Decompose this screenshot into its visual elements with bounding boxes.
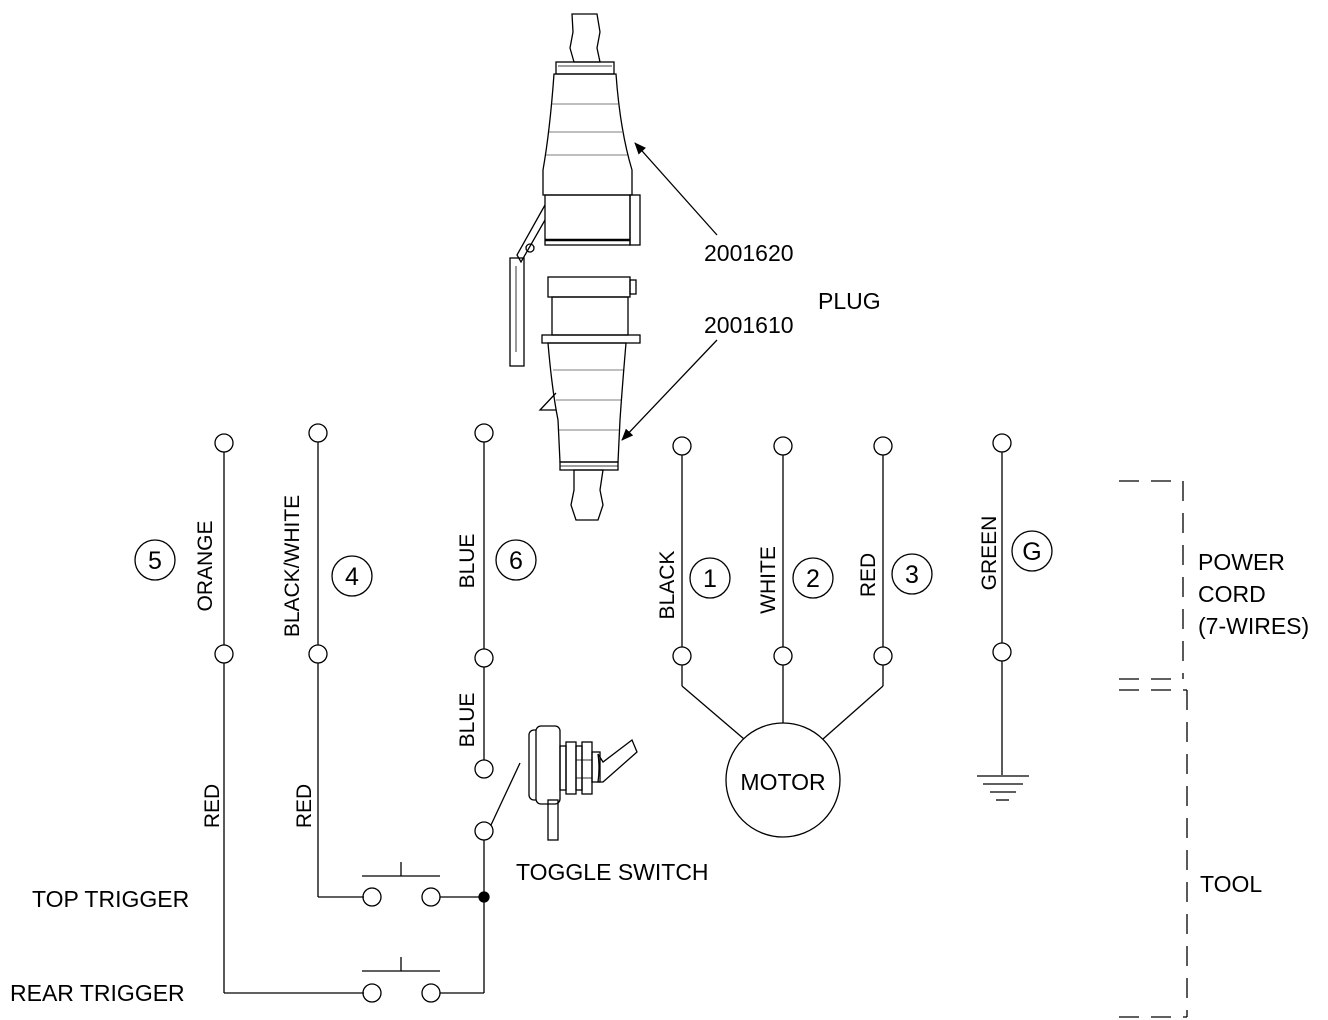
part-number-2001610: 2001610 [704, 312, 794, 338]
plug-label: PLUG [818, 288, 881, 314]
leader-arrow-2001620 [634, 142, 718, 236]
wire-g [992, 433, 1053, 775]
plug-top-collar [555, 61, 615, 75]
wire-4-number: 4 [345, 563, 359, 591]
wire-number-circle [792, 557, 834, 599]
latch [516, 204, 546, 264]
contact [421, 887, 441, 907]
wire-6-color: BLUE [456, 534, 479, 589]
switch-blade [490, 762, 521, 826]
connector-body [542, 73, 633, 196]
plug-body [547, 342, 627, 463]
terminal [214, 433, 234, 453]
power-cord-label-line2: CORD [1198, 581, 1266, 607]
wire-4 [308, 423, 373, 898]
terminal [474, 648, 494, 668]
terminal [308, 644, 328, 664]
terminal [308, 423, 328, 443]
wire-1-number: 1 [703, 565, 717, 593]
wire-3-color: RED [857, 553, 880, 597]
wire-6-number: 6 [509, 547, 523, 575]
wire-2 [773, 436, 834, 723]
power-cord-label-line3: (7-WIRES) [1198, 613, 1309, 639]
wire-g-color: GREEN [978, 516, 1001, 591]
terminal [873, 646, 893, 666]
top-trigger-label: TOP TRIGGER [32, 886, 189, 912]
wire-number-circle [134, 539, 176, 581]
toggle-switch-illustration [528, 725, 638, 841]
plug-illustration [509, 13, 641, 521]
leader-arrow-2001610 [621, 339, 718, 441]
motor-label: MOTOR [740, 769, 825, 795]
wire-5-lower-color: RED [201, 784, 224, 828]
connector-ring [544, 194, 631, 246]
tool-bracket [1119, 689, 1188, 1018]
terminal [773, 646, 793, 666]
wire-5-color: ORANGE [194, 520, 217, 611]
wire-1 [672, 436, 745, 740]
terminal [672, 436, 692, 456]
plug-cap [547, 276, 631, 298]
contact [362, 983, 382, 1003]
part-number-2001620: 2001620 [704, 240, 794, 266]
terminal [773, 436, 793, 456]
power-cord-label-line1: POWER [1198, 549, 1285, 575]
rear-trigger-switch [362, 957, 484, 1003]
wire-6-lower-color: BLUE [456, 693, 479, 748]
wire-1-color: BLACK [656, 551, 679, 620]
terminal [992, 433, 1012, 453]
plug-top-tip [569, 13, 601, 63]
wire-5 [134, 433, 364, 994]
plug-flange [541, 334, 641, 344]
wire-4-color: BLACK/WHITE [281, 495, 304, 637]
terminal [474, 759, 494, 779]
wire-2-number: 2 [806, 565, 820, 593]
top-trigger-switch [362, 862, 490, 907]
latch-arm [509, 257, 525, 367]
wire-g-number: G [1022, 538, 1041, 566]
wire-number-circle [1011, 530, 1053, 572]
wire-6 [474, 423, 537, 993]
contact [362, 887, 382, 907]
power-cord-bracket [1119, 480, 1184, 680]
contact [421, 983, 441, 1003]
wire-number-circle [689, 557, 731, 599]
wire-4-lower-color: RED [293, 784, 316, 828]
terminal [873, 436, 893, 456]
toggle-switch-label: TOGGLE SWITCH [516, 859, 709, 885]
rear-trigger-label: REAR TRIGGER [10, 980, 185, 1006]
motor-symbol [725, 722, 841, 838]
wire-5-number: 5 [148, 547, 162, 575]
terminal [474, 821, 494, 841]
tool-label: TOOL [1200, 871, 1262, 897]
terminal [672, 646, 692, 666]
terminal [474, 423, 494, 443]
wire-2-color: WHITE [757, 546, 780, 614]
wire-number-circle [495, 539, 537, 581]
wire-3-number: 3 [905, 561, 919, 589]
plug-bottom-tip [570, 469, 604, 521]
junction-dot [478, 891, 490, 903]
wire-3 [822, 436, 933, 740]
terminal [992, 642, 1012, 662]
terminal [214, 644, 234, 664]
ground-symbol [977, 775, 1029, 801]
wire-number-circle [891, 553, 933, 595]
wire-number-circle [331, 555, 373, 597]
